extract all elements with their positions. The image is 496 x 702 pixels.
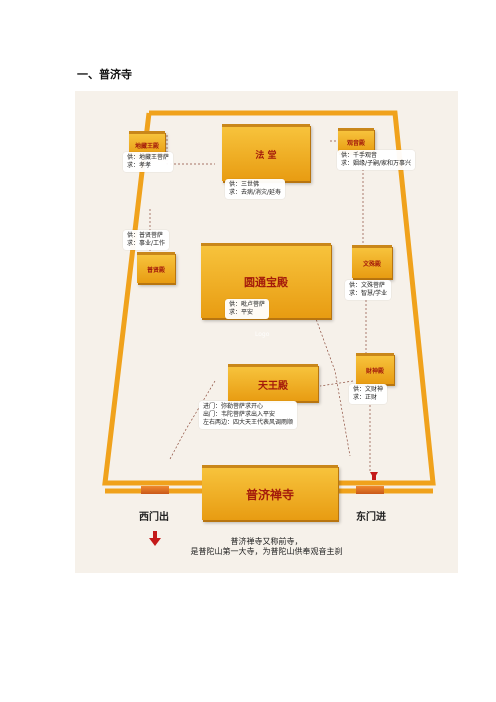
map-caption: 普济禅寺又称前寺， 是普陀山第一大寺，为普陀山供奉观音主刹 bbox=[190, 537, 343, 556]
main-gate-label: 普济禅寺 bbox=[245, 487, 294, 502]
west-gate bbox=[141, 486, 169, 494]
note-dizang: 供：地藏王菩萨 求：孝孝 bbox=[123, 152, 174, 172]
hall-guanyin: 观音殿 bbox=[338, 128, 374, 153]
hall-tianwang: 天王殿 bbox=[228, 364, 318, 401]
section-heading: 一、普济寺 bbox=[77, 68, 132, 81]
note-fatang: 供：三世佛 求：去病/消灾/延寿 bbox=[225, 179, 286, 199]
exit-arrow-icon bbox=[153, 531, 157, 539]
note-tianwang: 进门：弥勒菩萨求开心 出门：韦陀菩萨求出入平安 左右两边：四大天王代表风调雨顺 bbox=[199, 401, 298, 429]
temple-map-figure: 地藏王殿 法 堂 观音殿 普贤殿 圆通宝殿 文殊殿 财神殿 天王殿 普济禅寺 供… bbox=[75, 91, 458, 573]
note-wenshu: 供：文殊菩萨 求：智慧/学业 bbox=[345, 280, 392, 300]
west-gate-label: 西门出 bbox=[139, 512, 169, 523]
hall-yuantong-label: 圆通宝殿 bbox=[244, 276, 288, 289]
hall-main-gate: 普济禅寺 bbox=[202, 465, 338, 520]
outer-wall bbox=[102, 110, 436, 486]
route-line bbox=[319, 380, 354, 387]
hall-puxian: 普贤殿 bbox=[137, 252, 175, 283]
note-yuantong: 供：毗卢菩萨 求：平安 bbox=[225, 299, 270, 319]
note-puxian: 供：普贤菩萨 求：事业/工作 bbox=[123, 230, 170, 250]
hall-wenshu-label: 文殊殿 bbox=[362, 260, 381, 268]
note-caishen: 供：文财神 求：正财 bbox=[349, 384, 388, 404]
hall-dizang: 地藏王殿 bbox=[129, 131, 165, 156]
note-guanyin: 供：千手观音 求：姻缘/子嗣/家和万事兴 bbox=[337, 150, 416, 170]
hall-caishen: 财神殿 bbox=[356, 353, 394, 384]
hall-fatang-label: 法 堂 bbox=[255, 150, 277, 161]
hall-caishen-label: 财神殿 bbox=[365, 367, 384, 375]
exit-arrow-icon bbox=[149, 538, 161, 546]
route-line bbox=[166, 135, 215, 165]
hall-wenshu: 文殊殿 bbox=[352, 245, 392, 278]
hall-puxian-label: 普贤殿 bbox=[146, 266, 165, 274]
hall-guanyin-label: 观音殿 bbox=[346, 139, 365, 147]
east-gate-label: 东门进 bbox=[356, 512, 386, 523]
route-line bbox=[314, 315, 351, 457]
entry-arrow-icon bbox=[372, 472, 376, 480]
watermark: Logo bbox=[255, 331, 270, 338]
east-gate bbox=[356, 486, 384, 494]
hall-tianwang-label: 天王殿 bbox=[258, 380, 288, 392]
hall-fatang: 法 堂 bbox=[222, 124, 310, 181]
hall-dizang-label: 地藏王殿 bbox=[134, 142, 159, 150]
